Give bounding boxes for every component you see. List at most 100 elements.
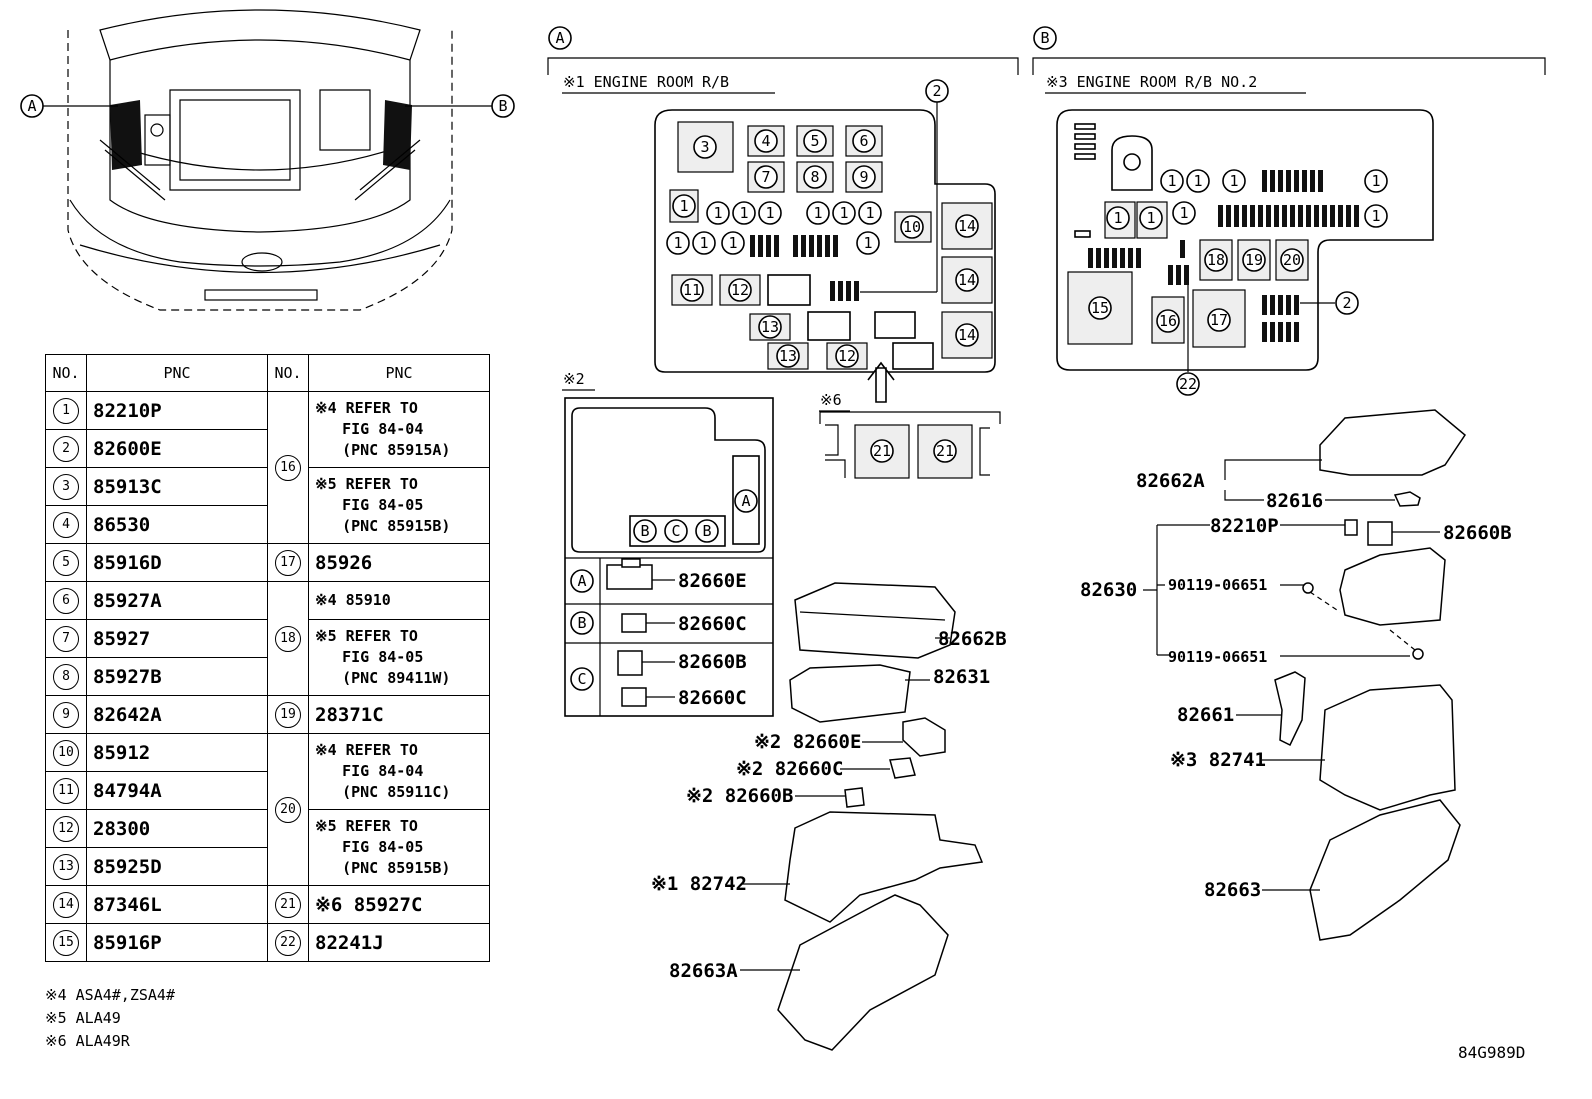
svg-text:14: 14 bbox=[958, 271, 976, 289]
svg-text:1: 1 bbox=[839, 204, 848, 222]
svg-text:1: 1 bbox=[1371, 207, 1380, 225]
inset-6: ※6 21 21 bbox=[819, 391, 1001, 479]
relay-box-2: 1 1 1 1 1 1 1 1 18 19 20 15 16 17 2 22 bbox=[1056, 109, 1434, 396]
svg-text:※2 82660B: ※2 82660B bbox=[686, 785, 793, 807]
footnotes: ※4 ASA4#,ZSA4# ※5 ALA49 ※6 ALA49R bbox=[45, 984, 175, 1053]
svg-text:5: 5 bbox=[810, 132, 819, 150]
svg-text:※3 ENGINE ROOM R/B NO.2: ※3 ENGINE ROOM R/B NO.2 bbox=[1046, 73, 1257, 91]
svg-text:6: 6 bbox=[859, 132, 868, 150]
svg-text:82662B: 82662B bbox=[938, 628, 1007, 650]
svg-text:19: 19 bbox=[1245, 251, 1263, 269]
svg-text:1: 1 bbox=[1371, 172, 1380, 190]
svg-text:15: 15 bbox=[1091, 299, 1109, 317]
svg-text:4: 4 bbox=[761, 132, 770, 150]
svg-text:※2: ※2 bbox=[563, 370, 585, 388]
svg-text:9: 9 bbox=[859, 168, 868, 186]
svg-text:12: 12 bbox=[731, 281, 749, 299]
svg-text:1: 1 bbox=[713, 204, 722, 222]
svg-text:7: 7 bbox=[761, 168, 770, 186]
svg-text:17: 17 bbox=[1210, 311, 1228, 329]
cover-82662b bbox=[794, 582, 956, 659]
svg-text:A: A bbox=[577, 572, 586, 590]
svg-text:※3 82741: ※3 82741 bbox=[1170, 749, 1266, 771]
header-no: NO. bbox=[267, 354, 309, 392]
svg-text:A: A bbox=[555, 29, 564, 47]
svg-text:21: 21 bbox=[873, 442, 891, 460]
svg-text:1: 1 bbox=[728, 234, 737, 252]
footnote: ※5 ALA49 bbox=[45, 1009, 121, 1027]
svg-text:82660B: 82660B bbox=[678, 651, 747, 673]
header-no: NO. bbox=[45, 354, 87, 392]
svg-text:10: 10 bbox=[903, 218, 921, 236]
svg-text:A: A bbox=[27, 97, 36, 115]
housing-82741 bbox=[1319, 684, 1456, 811]
figure-code: 84G989D bbox=[1458, 1043, 1526, 1062]
engine-bay-overview bbox=[67, 9, 453, 311]
svg-text:※2 82660E: ※2 82660E bbox=[754, 731, 861, 753]
svg-text:82630: 82630 bbox=[1080, 579, 1137, 601]
svg-text:20: 20 bbox=[1283, 251, 1301, 269]
svg-text:82631: 82631 bbox=[933, 666, 990, 688]
part-82661 bbox=[1274, 671, 1306, 747]
housing-82742 bbox=[784, 811, 984, 923]
svg-text:22: 22 bbox=[1179, 375, 1197, 393]
header-pnc: PNC bbox=[86, 354, 268, 392]
relay-box-2-ref-numbers: 1 1 1 1 1 1 1 1 18 19 20 15 16 17 2 22 bbox=[1088, 169, 1388, 396]
svg-text:90119-06651: 90119-06651 bbox=[1168, 648, 1267, 666]
svg-text:※1 82742: ※1 82742 bbox=[651, 873, 747, 895]
svg-text:82660B: 82660B bbox=[1443, 522, 1512, 544]
section-b-header: B ※3 ENGINE ROOM R/B NO.2 bbox=[1032, 26, 1546, 94]
svg-text:13: 13 bbox=[761, 318, 779, 336]
svg-text:※1 ENGINE ROOM R/B: ※1 ENGINE ROOM R/B bbox=[563, 73, 729, 91]
relay-block-82631 bbox=[789, 664, 911, 723]
svg-text:1: 1 bbox=[673, 234, 682, 252]
parts-a: 82662B 82631 ※2 82660E ※2 82660C ※2 8266… bbox=[651, 582, 1007, 1051]
svg-text:1: 1 bbox=[865, 204, 874, 222]
svg-text:16: 16 bbox=[1159, 312, 1177, 330]
lower-cover-82663a bbox=[777, 894, 949, 1051]
svg-text:8: 8 bbox=[810, 168, 819, 186]
svg-text:12: 12 bbox=[838, 347, 856, 365]
svg-text:1: 1 bbox=[863, 234, 872, 252]
svg-text:2: 2 bbox=[1342, 294, 1351, 312]
svg-text:21: 21 bbox=[936, 442, 954, 460]
svg-text:14: 14 bbox=[958, 326, 976, 344]
svg-text:1: 1 bbox=[1146, 209, 1155, 227]
svg-text:82661: 82661 bbox=[1177, 704, 1234, 726]
svg-text:1: 1 bbox=[1229, 172, 1238, 190]
svg-text:B: B bbox=[640, 522, 649, 540]
svg-text:13: 13 bbox=[779, 347, 797, 365]
footnote: ※4 ASA4#,ZSA4# bbox=[45, 986, 175, 1004]
svg-text:1: 1 bbox=[739, 204, 748, 222]
svg-text:B: B bbox=[498, 97, 507, 115]
svg-text:C: C bbox=[577, 670, 586, 688]
svg-text:82660C: 82660C bbox=[678, 613, 747, 635]
svg-text:1: 1 bbox=[765, 204, 774, 222]
svg-text:※6: ※6 bbox=[820, 391, 842, 409]
svg-text:14: 14 bbox=[958, 217, 976, 235]
svg-text:82660E: 82660E bbox=[678, 570, 747, 592]
svg-text:C: C bbox=[671, 522, 680, 540]
svg-text:1: 1 bbox=[1113, 209, 1122, 227]
svg-text:82660C: 82660C bbox=[678, 687, 747, 709]
svg-text:B: B bbox=[577, 614, 586, 632]
fuse-box-locations bbox=[99, 100, 421, 201]
section-a-header: A ※1 ENGINE ROOM R/B bbox=[547, 26, 1019, 94]
svg-text:3: 3 bbox=[700, 138, 709, 156]
svg-text:2: 2 bbox=[932, 82, 941, 100]
svg-text:82616: 82616 bbox=[1266, 490, 1323, 512]
